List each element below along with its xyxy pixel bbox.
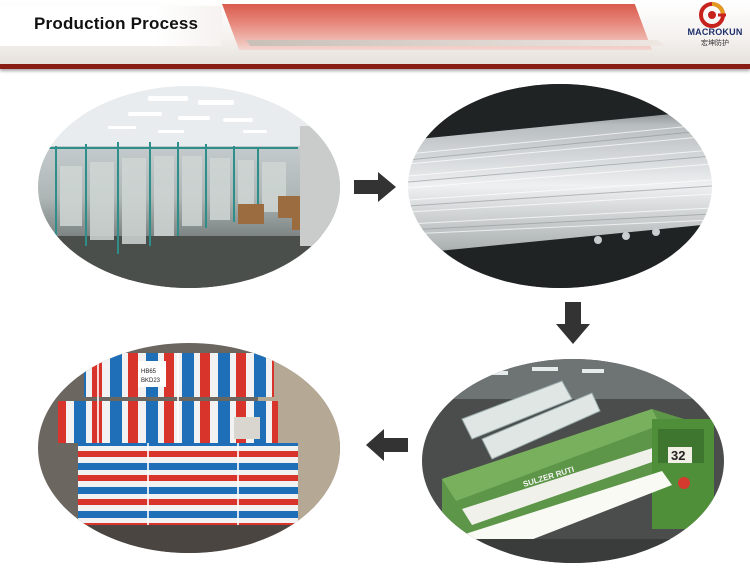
header-banner: Production Process MACROKUN 宏坤防护	[0, 0, 750, 69]
arrow-left-icon	[366, 429, 408, 461]
arrow-right-icon	[354, 172, 396, 202]
package-label-1: HB65	[141, 369, 157, 375]
photo-warp-yarn-sheet	[408, 84, 712, 288]
logo-subtitle: 宏坤防护	[701, 40, 729, 47]
photo-weaving-looms: 32 SULZER RUTI	[422, 359, 724, 564]
loom-number: 32	[671, 448, 685, 463]
package-label-2: BKD23	[141, 378, 161, 384]
logo-name: MACROKUN	[687, 27, 743, 37]
title-plate	[0, 6, 222, 46]
photo-warping-workshop	[38, 86, 340, 288]
page-title: Production Process	[34, 14, 199, 33]
header-ribbon-stripe	[246, 40, 666, 46]
company-logo: MACROKUN 宏坤防护	[680, 0, 750, 58]
arrow-down-icon	[556, 302, 590, 344]
red-gold-swirl-logo-icon	[699, 2, 726, 28]
photo-packed-rolls: HB65 BKD23	[38, 343, 340, 554]
